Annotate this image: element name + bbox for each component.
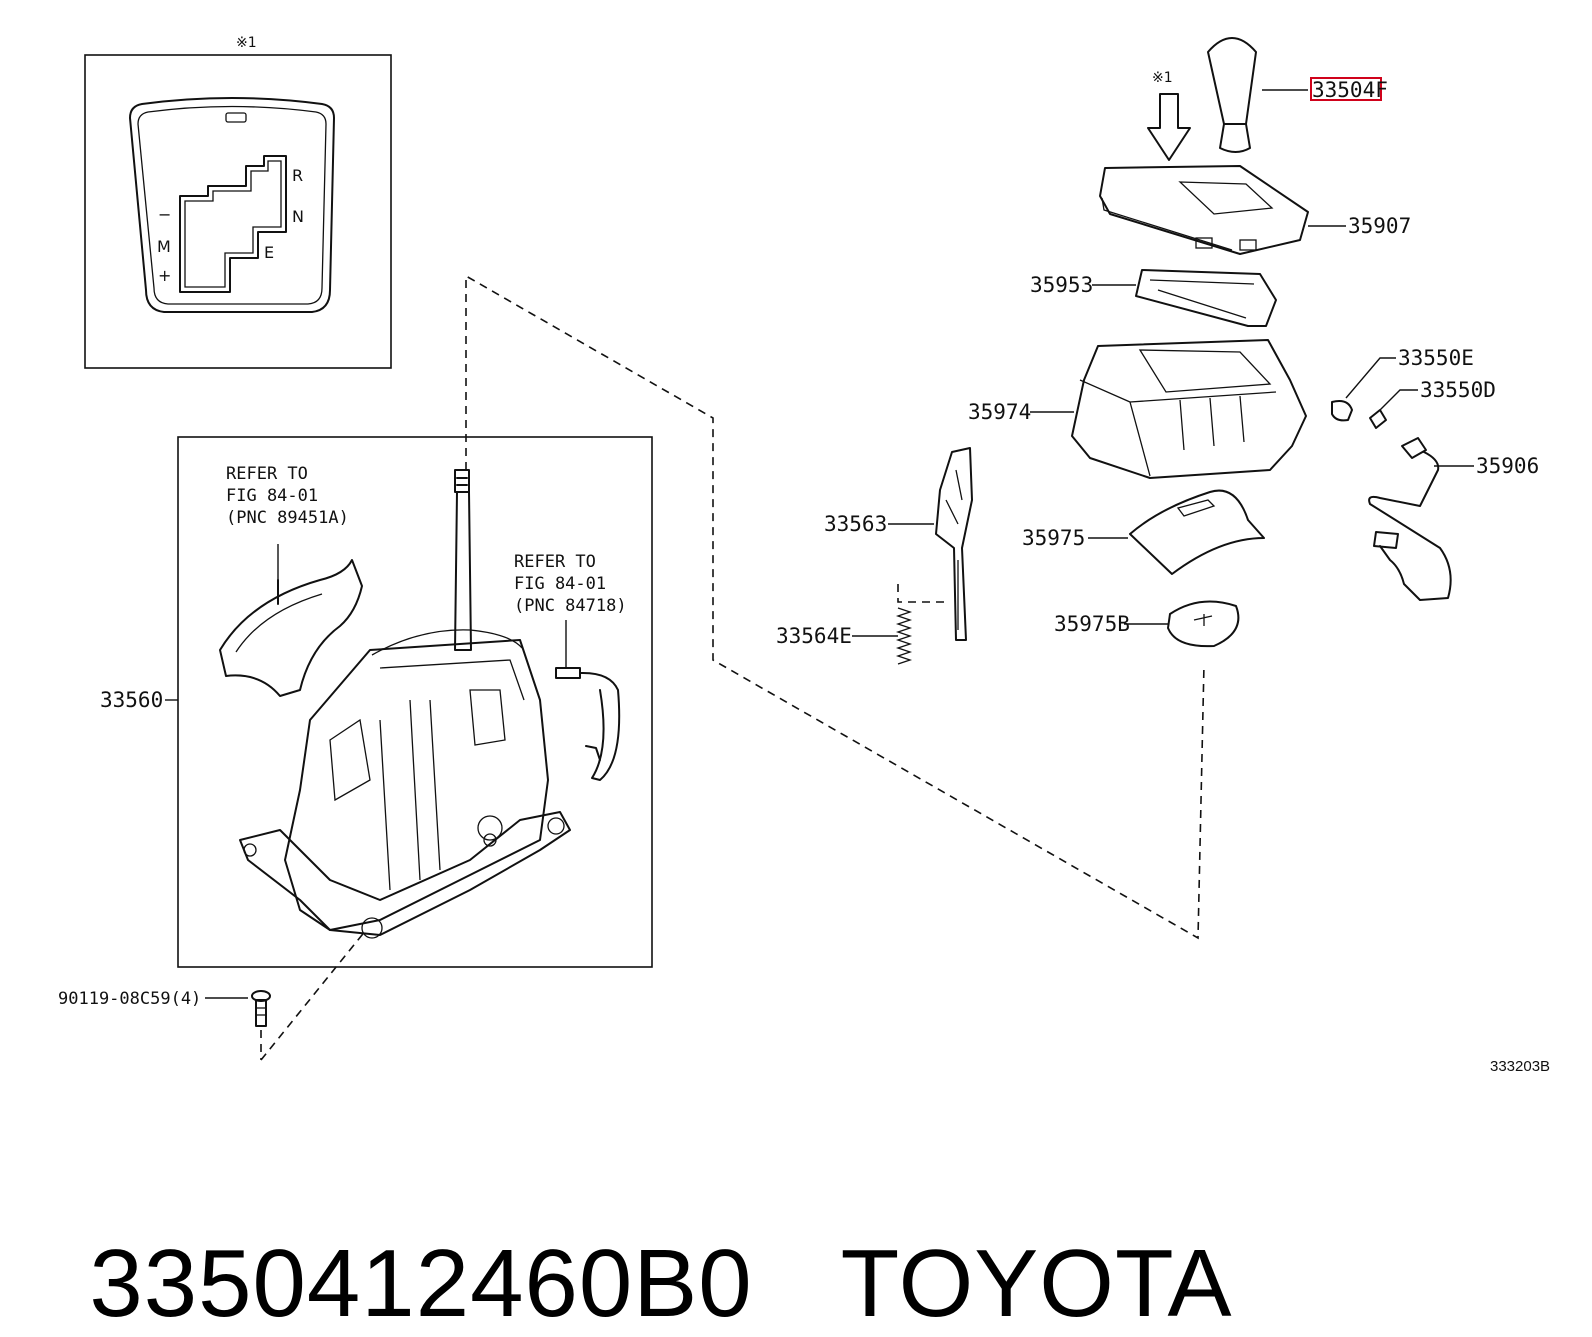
gate-label-minus: −: [158, 205, 171, 224]
bolt-drawing: [251, 990, 271, 1027]
assembly-guide-line: [465, 274, 1205, 940]
callout-35906: 35906: [1476, 454, 1539, 478]
part-33563-drawing: [935, 447, 973, 641]
highlight-box-33504f: [1310, 77, 1382, 101]
part-35953-drawing: [1135, 269, 1277, 327]
callout-33564e: 33564E: [776, 624, 852, 648]
gate-label-m: M: [157, 237, 171, 256]
bulb-drawing: [1331, 400, 1387, 429]
callout-35953: 35953: [1030, 273, 1093, 297]
shift-lever-assembly-drawing: [219, 469, 621, 939]
inset-reference-mark: ※1: [236, 35, 257, 51]
part-35975-drawing: [1129, 489, 1265, 575]
svg-text:(PNC 89451A): (PNC 89451A): [226, 508, 349, 528]
svg-text:REFER TO: REFER TO: [514, 552, 596, 572]
part-35975b-drawing: [1167, 600, 1240, 648]
figure-reference: 333203B: [1490, 1058, 1550, 1075]
gate-label-e: E: [264, 243, 274, 262]
inset-frame: [84, 54, 392, 369]
callout-35975: 35975: [1022, 526, 1085, 550]
callout-35907: 35907: [1348, 214, 1411, 238]
gate-label-plus: +: [158, 266, 171, 285]
callout-33550d: 33550D: [1420, 378, 1496, 402]
shift-gate-plate-drawing: R N E − M +: [129, 97, 335, 313]
arrow-reference-mark: ※1: [1152, 70, 1173, 86]
spring-guide-line: [897, 584, 950, 603]
gate-label-n: N: [292, 207, 304, 226]
bezel-drawing: [1099, 165, 1309, 255]
callout-35975b: 35975B: [1054, 612, 1130, 636]
part-number: 3350412460B0: [89, 1230, 753, 1337]
svg-text:FIG 84-01: FIG 84-01: [226, 486, 318, 506]
callout-33560: 33560: [100, 688, 163, 712]
svg-text:(PNC 84718): (PNC 84718): [514, 596, 627, 616]
callout-33563: 33563: [824, 512, 887, 536]
gate-label-r: R: [292, 166, 303, 185]
shift-knob-drawing: [1207, 37, 1257, 153]
install-direction-arrow: [1147, 93, 1191, 161]
svg-text:REFER TO: REFER TO: [226, 464, 308, 484]
callout-35974: 35974: [968, 400, 1031, 424]
refer-note-89451a: REFER TO FIG 84-01 (PNC 89451A): [226, 464, 349, 528]
harness-35906-drawing: [1368, 437, 1452, 601]
part-35974-drawing: [1071, 339, 1307, 479]
callout-33504f: 33504F: [1312, 78, 1388, 102]
svg-text:FIG 84-01: FIG 84-01: [514, 574, 606, 594]
brand-name: TOYOTA: [840, 1230, 1233, 1337]
callout-33550e: 33550E: [1398, 346, 1474, 370]
refer-note-84718: REFER TO FIG 84-01 (PNC 84718): [514, 552, 627, 616]
callout-90119-08c59: 90119-08C59(4): [58, 989, 201, 1009]
spring-drawing: [895, 607, 913, 665]
assembly-frame: [177, 436, 653, 968]
